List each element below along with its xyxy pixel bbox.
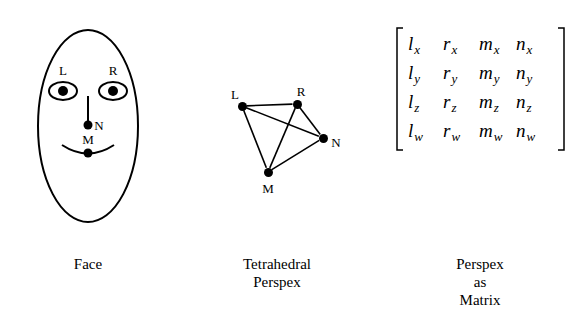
tetra-edge: [272, 140, 319, 169]
tetra-vertex: R: [293, 100, 302, 109]
matrix-subscript: y: [414, 72, 420, 85]
matrix-entry: r: [443, 34, 450, 53]
right-pupil: [108, 86, 118, 96]
tetra-vertex: L: [238, 102, 247, 111]
tetra-edge: [246, 104, 292, 106]
mouth-dot: [84, 149, 93, 158]
matrix-subscript: z: [451, 101, 456, 114]
matrix-bracket: [558, 28, 564, 150]
matrix-subscript: w: [527, 130, 536, 143]
tetra-edge: [246, 108, 319, 137]
matrix-entry: l: [408, 63, 413, 82]
vertex-label: R: [297, 85, 306, 98]
matrix-entry: m: [479, 92, 493, 111]
matrix-subscript: x: [414, 43, 420, 56]
vertex-label: L: [231, 88, 239, 101]
matrix-subscript: w: [414, 130, 423, 143]
matrix-entry: m: [479, 34, 493, 53]
feature-letter: L: [59, 64, 67, 77]
tetra-edge: [244, 110, 267, 168]
matrix-subscript: z: [414, 101, 419, 114]
right-eye: [99, 82, 127, 100]
matrix-entry: n: [516, 63, 526, 82]
matrix-subscript: x: [494, 43, 500, 56]
matrix-entry: r: [443, 92, 450, 111]
feature-letter: R: [109, 64, 118, 77]
matrix-subscript: w: [451, 130, 460, 143]
tetra-vertex: M: [264, 168, 273, 177]
matrix-entry: r: [443, 121, 450, 140]
face-outline: [38, 30, 138, 222]
matrix-entry: n: [516, 34, 526, 53]
matrix-entry: m: [479, 121, 493, 140]
matrix-entry: n: [516, 92, 526, 111]
matrix-entry: l: [408, 34, 413, 53]
matrix-subscript: z: [527, 101, 532, 114]
matrix-bracket: [397, 28, 403, 150]
matrix-subscript: y: [527, 72, 533, 85]
matrix-subscript: x: [451, 43, 457, 56]
matrix-entry: l: [408, 121, 413, 140]
matrix-subscript: w: [494, 130, 503, 143]
caption: Tetrahedral Perspex: [243, 255, 311, 291]
tetra-edge: [300, 108, 321, 135]
left-pupil: [58, 86, 68, 96]
matrix-subscript: y: [494, 72, 500, 85]
matrix-entry: r: [443, 63, 450, 82]
tetra-edge: [270, 108, 295, 168]
matrix-subscript: z: [494, 101, 499, 114]
matrix-entry: l: [408, 92, 413, 111]
matrix-entry: m: [479, 63, 493, 82]
matrix-subscript: x: [527, 43, 533, 56]
feature-letter: M: [82, 133, 94, 146]
matrix-subscript: y: [451, 72, 457, 85]
tetra-vertex: N: [319, 134, 328, 143]
feature-letter: N: [94, 119, 103, 132]
nose-dot: [84, 121, 93, 130]
left-eye: [49, 82, 77, 100]
matrix-entry: n: [516, 121, 526, 140]
vertex-label: N: [331, 136, 340, 149]
caption: Perspex as Matrix: [456, 255, 504, 309]
caption: Face: [74, 255, 102, 273]
vertex-label: M: [262, 182, 274, 195]
